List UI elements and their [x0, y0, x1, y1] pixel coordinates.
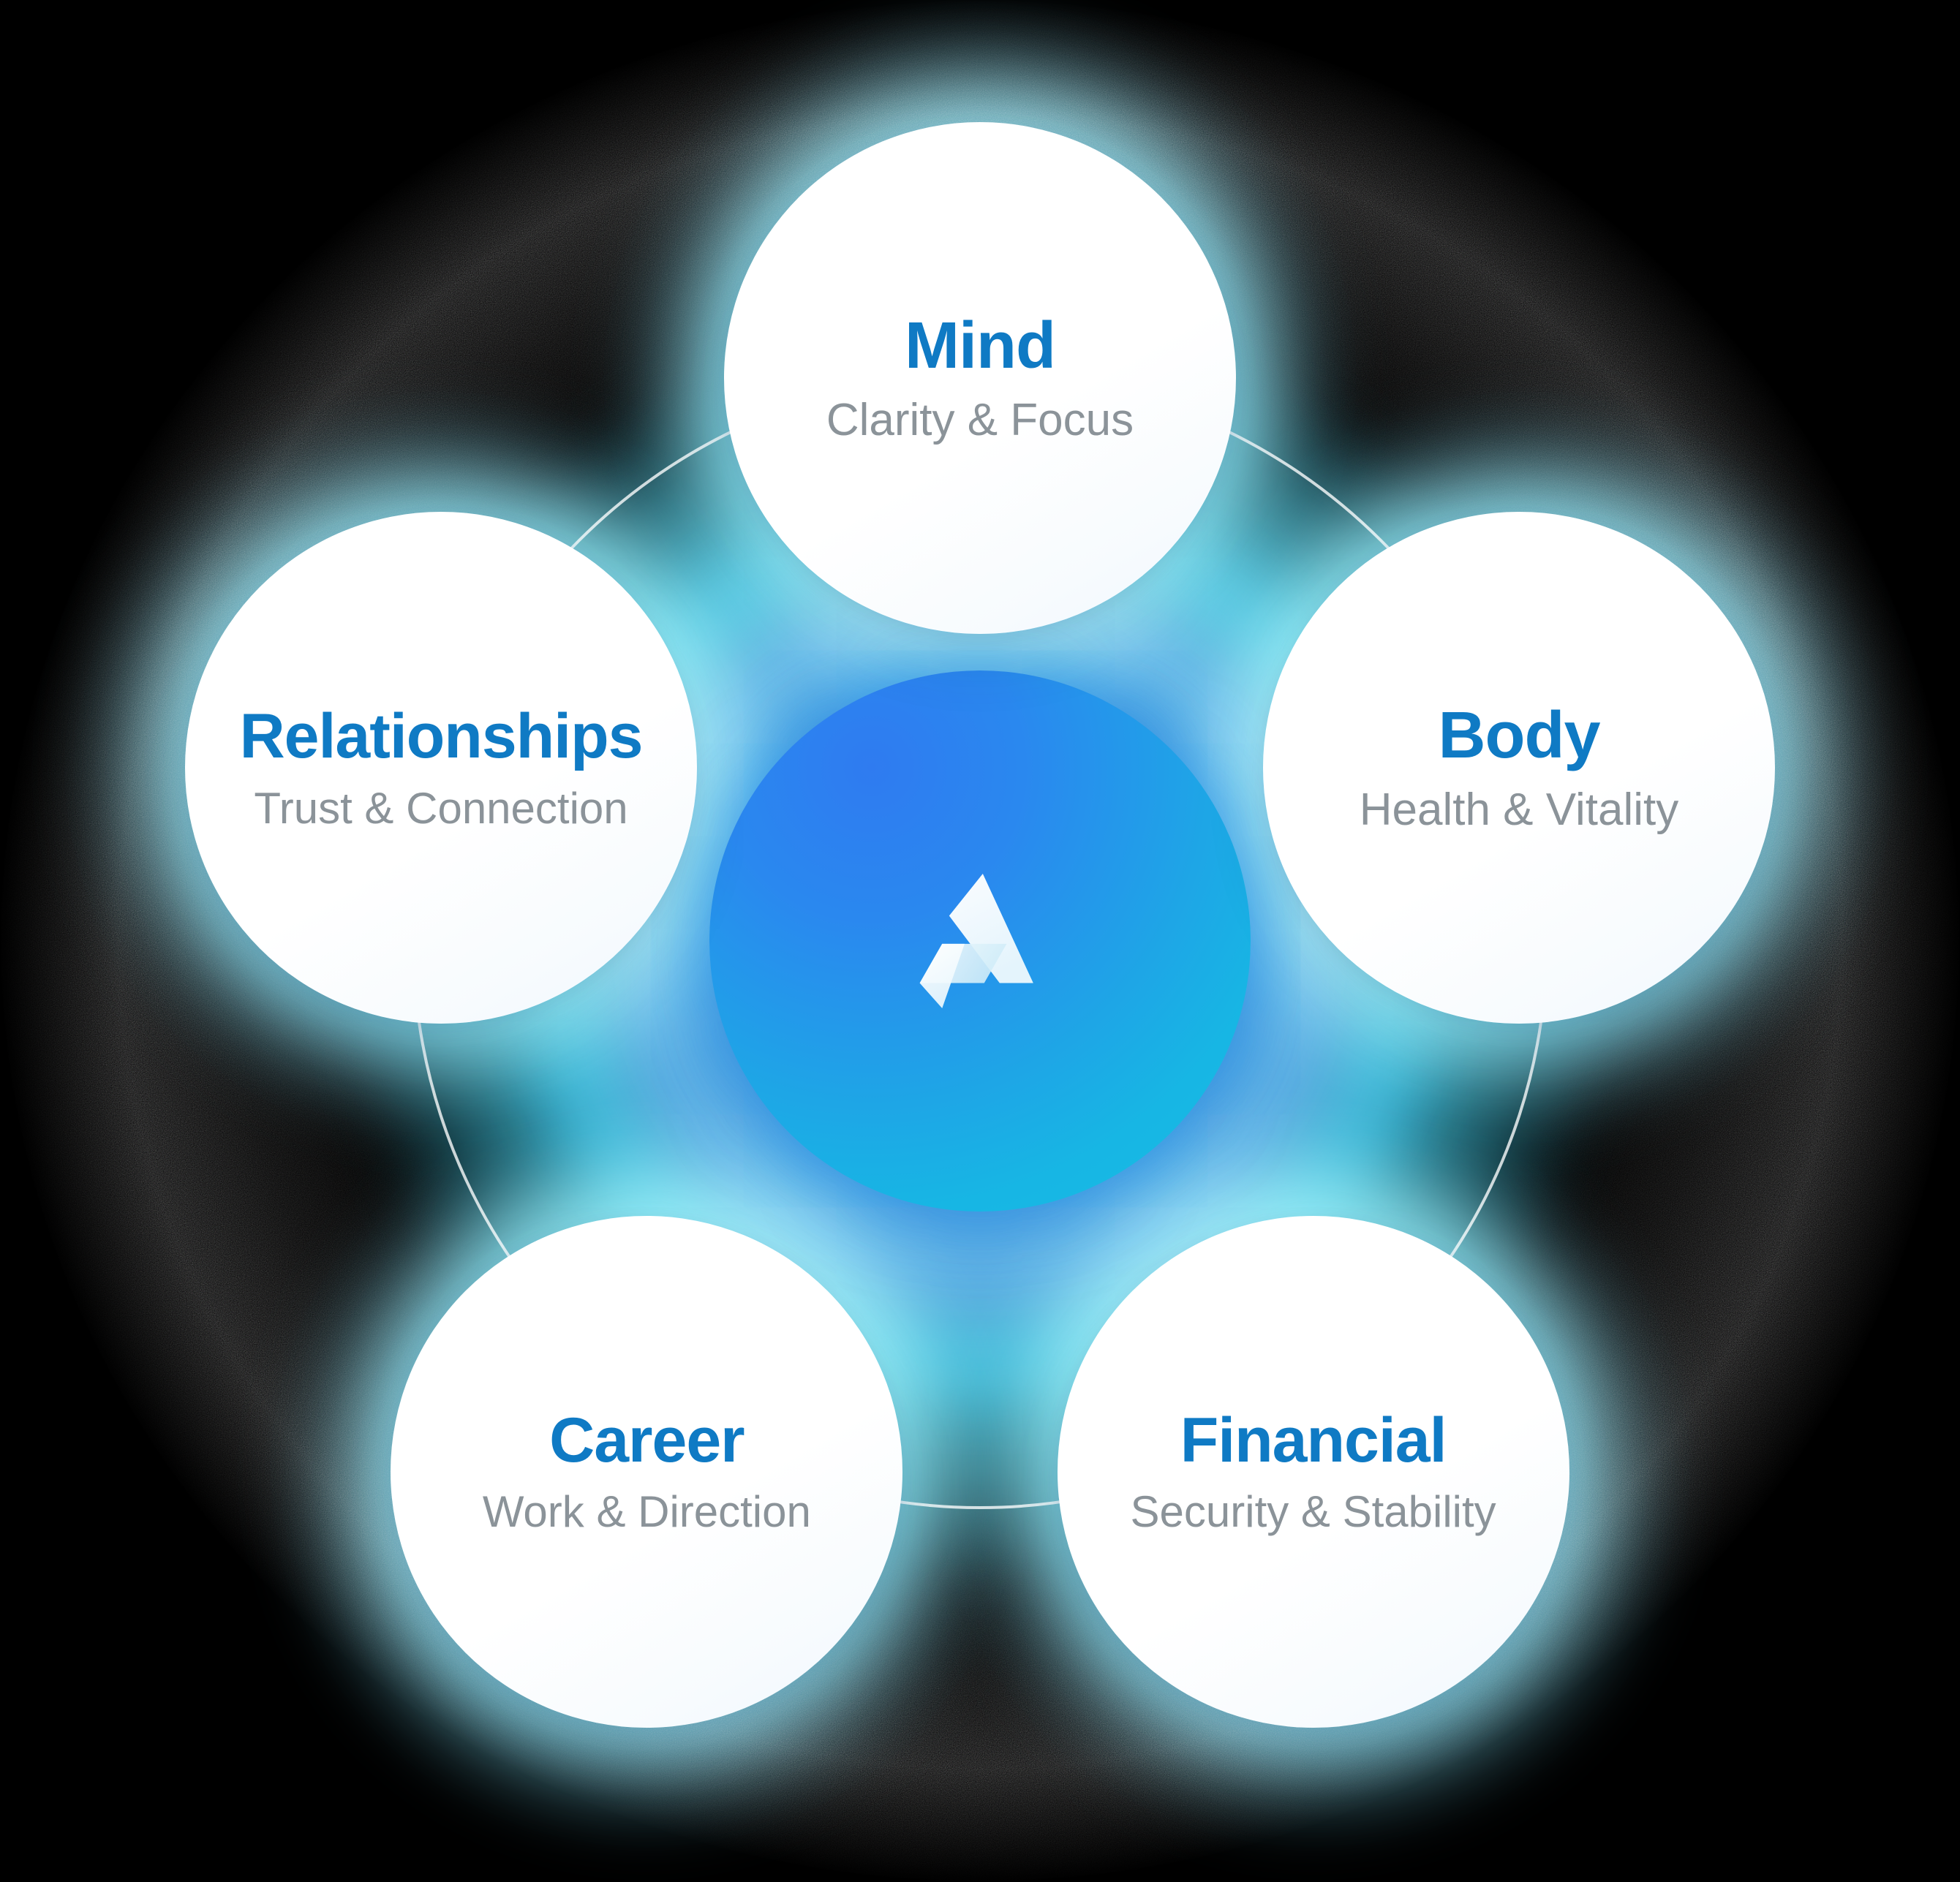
node-subtitle: Security & Stability [1130, 1487, 1496, 1537]
node-body[interactable]: Body Health & Vitality [1263, 512, 1775, 1024]
node-title: Mind [905, 309, 1056, 382]
node-subtitle: Clarity & Focus [826, 394, 1134, 445]
node-title: Financial [1180, 1405, 1447, 1475]
node-subtitle: Work & Direction [482, 1487, 811, 1537]
node-relationships[interactable]: Relationships Trust & Connection [185, 512, 697, 1024]
node-subtitle: Health & Vitality [1359, 784, 1679, 835]
node-subtitle: Trust & Connection [254, 783, 628, 833]
node-title: Body [1438, 698, 1601, 772]
node-title: Career [549, 1405, 745, 1475]
center-hub[interactable] [709, 670, 1251, 1212]
node-financial[interactable]: Financial Security & Stability [1057, 1215, 1569, 1728]
node-mind[interactable]: Mind Clarity & Focus [724, 122, 1236, 635]
triangle-a-logo-icon [919, 874, 1033, 1008]
node-title: Relationships [239, 700, 644, 771]
node-career[interactable]: Career Work & Direction [391, 1215, 903, 1728]
